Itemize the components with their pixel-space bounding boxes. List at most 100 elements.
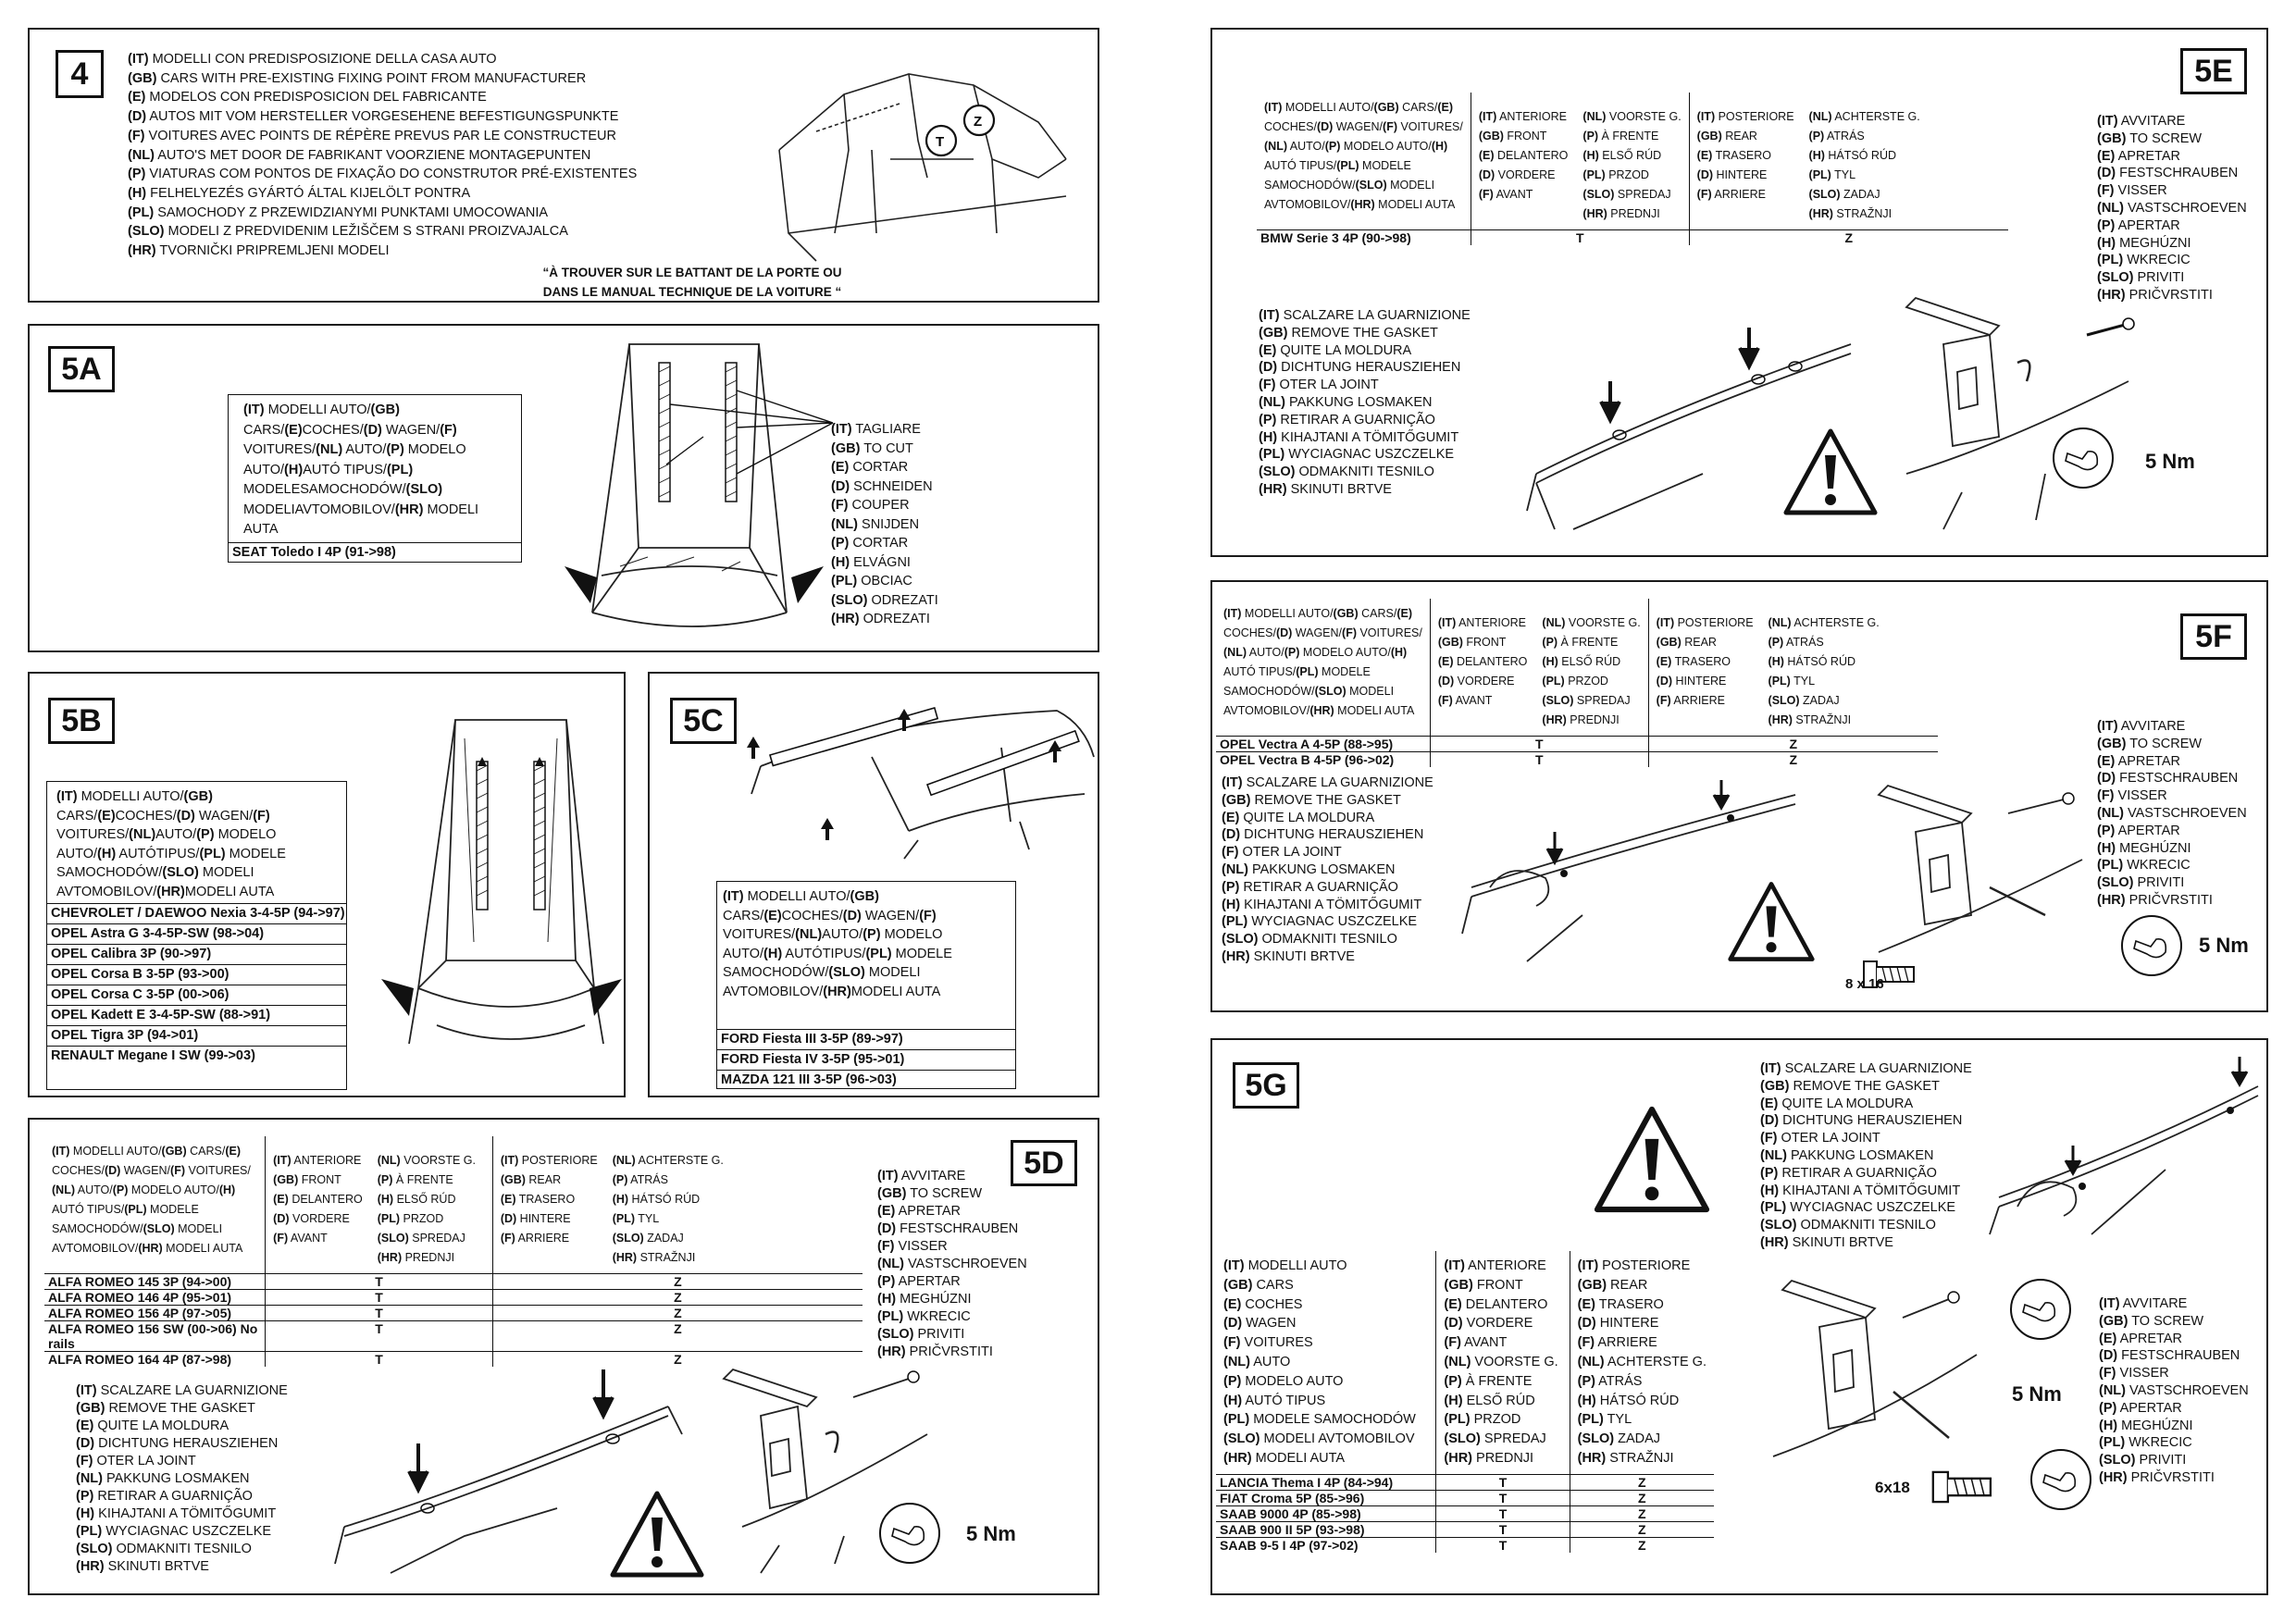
header-text: AUTO/	[155, 827, 197, 842]
instruction-line: (PL) WKRECIC	[877, 1308, 1027, 1326]
instruction-text: WKRECIC	[2123, 253, 2191, 268]
models-list: SEAT Toledo I 4P (91->98)	[229, 542, 521, 563]
instruction-line: (H) MEGHÚZNI	[877, 1291, 1027, 1308]
instruction-text: TRASERO	[515, 1193, 576, 1206]
instruction-line: (H) KIHAJTANI A TÖMITŐGUMIT	[1222, 897, 1433, 914]
column-text: (IT) POSTERIORE(GB) REAR(E) TRASERO(D) H…	[493, 1136, 605, 1254]
language-code: (P)	[1444, 1373, 1462, 1389]
instruction-text: STRAŽNJI	[637, 1251, 696, 1264]
header-line: TIPUS/(PL) MODELE SAMOCHODÓW/	[723, 947, 952, 981]
language-code: (IT)	[1222, 775, 1243, 790]
instruction-text: ZADAJ	[1614, 1431, 1661, 1447]
panel-4: 4 (IT) MODELLI CON PREDISPOSIZIONE DELLA…	[28, 28, 1099, 303]
instruction-line: (SLO) ZADAJ	[1578, 1430, 1706, 1449]
instruction-line: (P) VIATURAS COM PONTOS DE FIXAÇÃO DO CO…	[128, 165, 637, 184]
gasket-instructions: (IT) SCALZARE LA GUARNIZIONE(GB) REMOVE …	[1222, 774, 1433, 966]
instruction-line: (P) À FRENTE	[1444, 1372, 1561, 1392]
header-text: AUTÓ TIPUS/	[303, 462, 387, 477]
instruction-text: VISSER	[894, 1239, 948, 1254]
models-box: (IT) MODELLI AUTO/(GB) CARS/(E)COCHES/(D…	[228, 394, 522, 563]
instruction-line: (IT) AVVITARE	[2099, 1295, 2249, 1313]
language-code: (H)	[2099, 1418, 2118, 1433]
header-text: AUTÓ	[116, 846, 156, 861]
rear-position-cell: Z	[1648, 751, 1938, 767]
instruction-text: TRASERO	[1712, 149, 1772, 162]
instruction-text: ARRIERE	[1595, 1335, 1657, 1351]
instruction-line: (HR) PREDNJI	[1582, 204, 1681, 224]
header-text: MODELI	[174, 1222, 223, 1235]
instruction-line: (HR) SKINUTI BRTVE	[1259, 481, 1471, 499]
instruction-text: DELANTERO	[288, 1193, 363, 1206]
header-line: (IT) MODELLI AUTO/(GB) CARS/(E)	[723, 889, 879, 923]
header-text: WAGEN/	[381, 422, 441, 438]
instruction-text: OTER LA JOINT	[1777, 1131, 1880, 1146]
header-text: SAMOCHODÓW/	[52, 1222, 143, 1235]
instruction-text: DICHTUNG HERAUSZIEHEN	[94, 1436, 279, 1451]
instruction-text: VOORSTE G.	[400, 1154, 476, 1167]
instruction-line: (F) ARRIERE	[1697, 185, 1794, 204]
instruction-line: (D) VORDERE	[273, 1209, 363, 1229]
instruction-line: (PL) OBCIAC	[831, 572, 938, 591]
models-list: CHEVROLET / DAEWOO Nexia 3-4-5P (94->97)…	[47, 903, 346, 1066]
instruction-text: ARRIERE	[515, 1232, 570, 1245]
header-text: SAMOCHODÓW/	[1264, 179, 1356, 192]
language-code: (NL)	[76, 1471, 103, 1486]
language-code: (D)	[76, 1436, 95, 1451]
instruction-line: (IT) SCALZARE LA GUARNIZIONE	[1222, 774, 1433, 792]
language-code: (E)	[500, 1193, 516, 1206]
instruction-text: PRZOD	[400, 1212, 444, 1225]
header-text: AUTO/	[822, 927, 863, 942]
language-code: (HR)	[877, 1344, 906, 1359]
instruction-text: REAR	[1681, 636, 1717, 649]
instruction-text: KIHAJTANI A TÖMITŐGUMIT	[1240, 897, 1422, 912]
instruction-line: (F) ARRIERE	[1657, 691, 1754, 711]
instruction-text: AVVITARE	[898, 1169, 966, 1183]
instruction-text: REAR	[1607, 1277, 1648, 1293]
instruction-text: MODELI AUTA	[1251, 1450, 1346, 1466]
header-text: WAGEN/	[120, 1164, 171, 1177]
instruction-line: (H) ELVÁGNI	[831, 553, 938, 573]
models-table: (IT) MODELLI AUTO/(GB) CARS/(E)COCHES/(D…	[1257, 93, 2008, 245]
instruction-line: (H) KIHAJTANI A TÖMITŐGUMIT	[1259, 429, 1471, 447]
panel-tag: 5F	[2180, 613, 2247, 660]
header-line: (IT) MODELLI AUTO/(GB) CARS/(E)	[1264, 98, 1463, 118]
language-code: (SLO)	[1582, 188, 1615, 201]
instruction-line: (PL) WYCIAGNAC USZCZELKE	[1760, 1199, 1972, 1217]
instruction-line: (E) COCHES	[1223, 1295, 1428, 1315]
instruction-text: ELSŐ RÚD	[393, 1193, 456, 1206]
instruction-line: (P) ATRÁS	[1578, 1372, 1706, 1392]
language-code: (IT)	[273, 1154, 292, 1167]
instruction-line: (IT) SCALZARE LA GUARNIZIONE	[1259, 307, 1471, 325]
language-code: (HR)	[1808, 207, 1833, 220]
instruction-line: (F) AVANT	[1479, 185, 1569, 204]
header-text: MODELI AUTA	[1334, 704, 1415, 717]
instruction-line: (NL) PAKKUNG LOSMAKEN	[1259, 394, 1471, 412]
instruction-text: TO SCREW	[2126, 130, 2203, 146]
instruction-text: AVVITARE	[2117, 719, 2186, 734]
language-code: (E)	[1760, 1096, 1779, 1111]
language-code: (GB)	[273, 1173, 299, 1186]
torque-wrench-icon	[2121, 915, 2182, 976]
instruction-line: (P) À FRENTE	[1582, 127, 1681, 146]
instruction-text: PAKKUNG LOSMAKEN	[1248, 861, 1396, 877]
instruction-text: FESTSCHRAUBEN	[896, 1221, 1019, 1236]
language-code: (NL)	[2097, 200, 2124, 216]
instruction-text: SNIJDEN	[858, 516, 920, 532]
language-code: (E)	[1259, 342, 1277, 358]
language-code: (P)	[76, 1489, 94, 1504]
language-code: (D)	[363, 422, 382, 438]
language-code: (F)	[1656, 694, 1671, 707]
note-line-2: DANS LE MANUAL TECHNIQUE DE LA VOITURE “	[542, 285, 842, 299]
language-code: (SLO)	[377, 1232, 409, 1245]
instruction-text: FESTSCHRAUBEN	[2117, 1348, 2240, 1364]
language-code: (H)	[1808, 149, 1825, 162]
instruction-text: DELANTERO	[1461, 1296, 1548, 1312]
instruction-line: (HR) PREDNJI	[1444, 1449, 1561, 1468]
language-code: (SLO)	[831, 592, 868, 608]
front-position-cell: T	[265, 1305, 493, 1321]
instruction-line: (PL) WYCIAGNAC USZCZELKE	[1259, 446, 1471, 464]
language-code: (E)	[2097, 148, 2116, 164]
language-code: (GB)	[877, 1186, 907, 1201]
torque-wrench-icon	[2010, 1279, 2071, 1340]
